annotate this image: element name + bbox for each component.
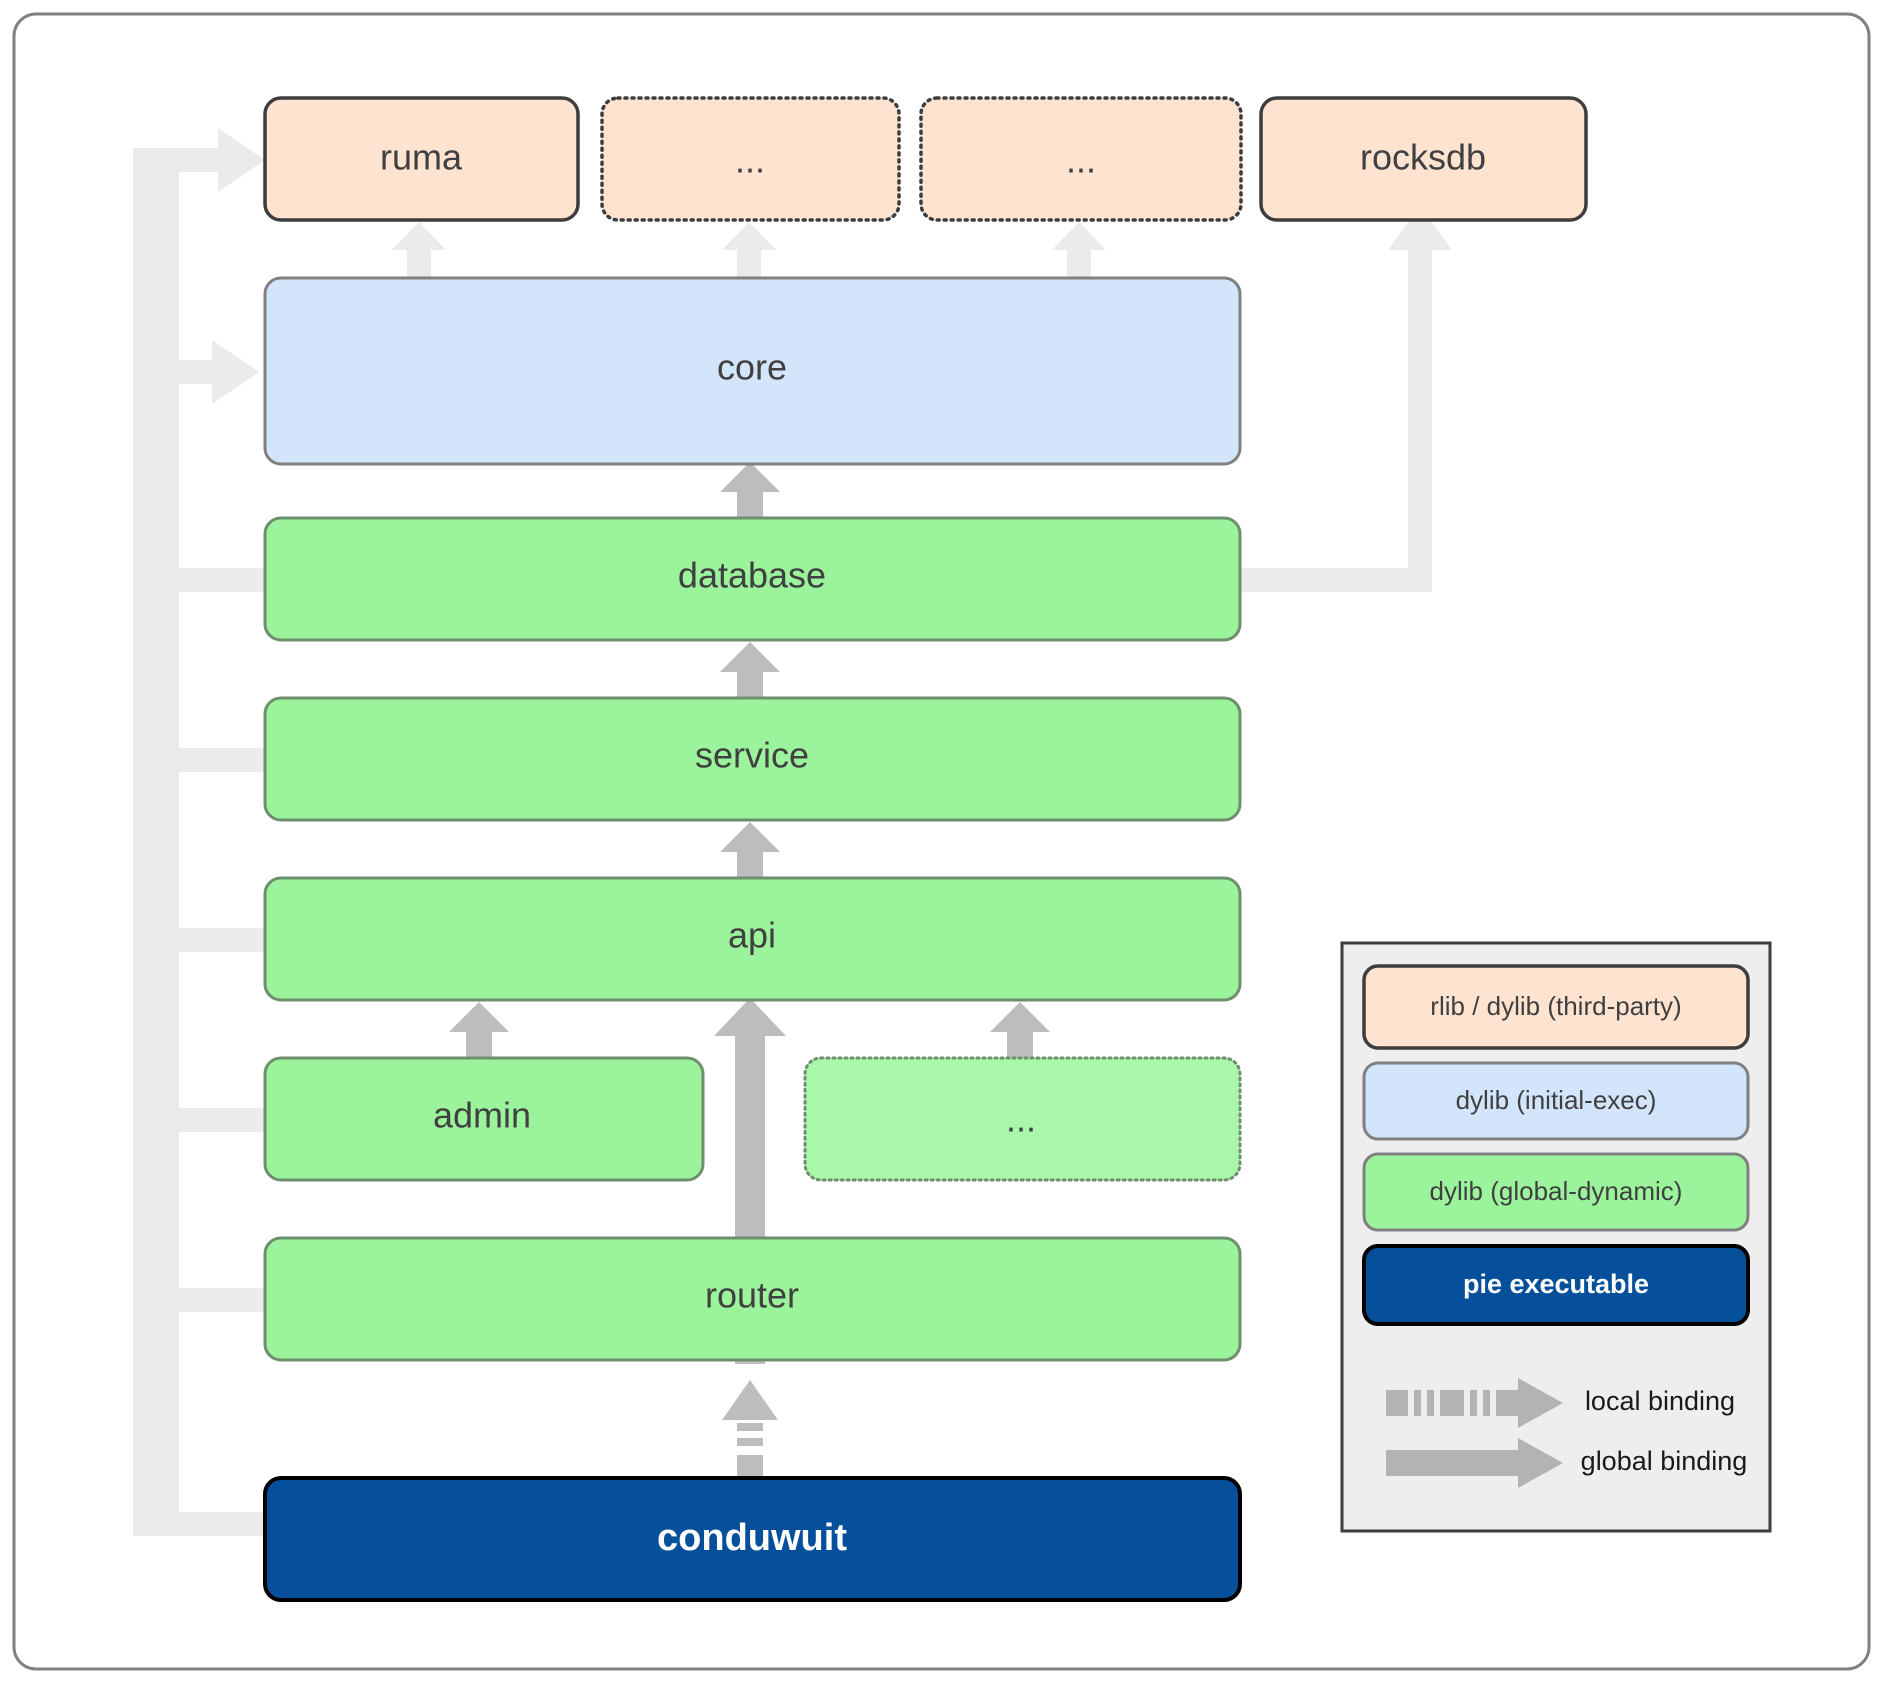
node-api-label: api	[728, 915, 776, 956]
legend-swatch-initial-exec-label: dylib (initial-exec)	[1456, 1085, 1657, 1115]
node-router-label: router	[705, 1275, 799, 1316]
node-conduwuit-label: conduwuit	[657, 1517, 847, 1559]
node-ruma[interactable]: ruma	[263, 96, 580, 222]
node-mid-ellipsis-label: ...	[1006, 1099, 1036, 1140]
node-api[interactable]: api	[263, 876, 1242, 1002]
legend-swatch-pie-executable: pie executable	[1362, 1244, 1750, 1326]
node-rocksdb-label: rocksdb	[1360, 137, 1486, 178]
node-rocksdb[interactable]: rocksdb	[1259, 96, 1588, 222]
edge-mid-ellipsis-to-api	[990, 1002, 1050, 1062]
legend-swatch-third-party-label: rlib / dylib (third-party)	[1430, 991, 1681, 1021]
edge-admin-to-api	[449, 1002, 509, 1062]
edge-api-to-service	[720, 822, 780, 882]
node-service-label: service	[695, 735, 809, 776]
legend-panel: rlib / dylib (third-party) dylib (initia…	[1340, 941, 1772, 1533]
node-database-label: database	[678, 555, 826, 596]
legend-arrow-local-binding: local binding	[1386, 1378, 1735, 1428]
node-core-label: core	[717, 347, 787, 388]
node-router[interactable]: router	[263, 1236, 1242, 1362]
node-top-ellipsis-2-label: ...	[1066, 140, 1096, 181]
local-binding-bus	[133, 128, 267, 1536]
node-ruma-label: ruma	[380, 137, 463, 178]
node-database[interactable]: database	[263, 516, 1242, 642]
edge-database-to-core	[720, 462, 780, 522]
legend-swatch-global-dynamic-label: dylib (global-dynamic)	[1430, 1176, 1683, 1206]
legend-swatch-pie-executable-label: pie executable	[1463, 1269, 1649, 1299]
node-admin-label: admin	[433, 1095, 531, 1136]
node-top-ellipsis-1-label: ...	[735, 140, 765, 181]
legend-swatch-global-dynamic: dylib (global-dynamic)	[1362, 1152, 1750, 1232]
legend-arrow-global-binding-label: global binding	[1581, 1446, 1748, 1476]
legend-arrow-global-binding: global binding	[1386, 1438, 1747, 1488]
node-mid-ellipsis[interactable]: ...	[803, 1056, 1242, 1182]
node-admin[interactable]: admin	[263, 1056, 705, 1182]
legend-swatch-initial-exec: dylib (initial-exec)	[1362, 1061, 1750, 1141]
legend-arrow-local-binding-label: local binding	[1585, 1386, 1735, 1416]
legend-swatch-third-party: rlib / dylib (third-party)	[1362, 964, 1750, 1050]
edge-service-to-database	[720, 642, 780, 702]
edge-database-to-rocksdb	[1240, 205, 1452, 592]
node-top-ellipsis-1[interactable]: ...	[600, 96, 901, 222]
node-conduwuit[interactable]: conduwuit	[263, 1476, 1242, 1602]
node-core[interactable]: core	[263, 276, 1242, 466]
node-service[interactable]: service	[263, 696, 1242, 822]
node-top-ellipsis-2[interactable]: ...	[919, 96, 1243, 222]
